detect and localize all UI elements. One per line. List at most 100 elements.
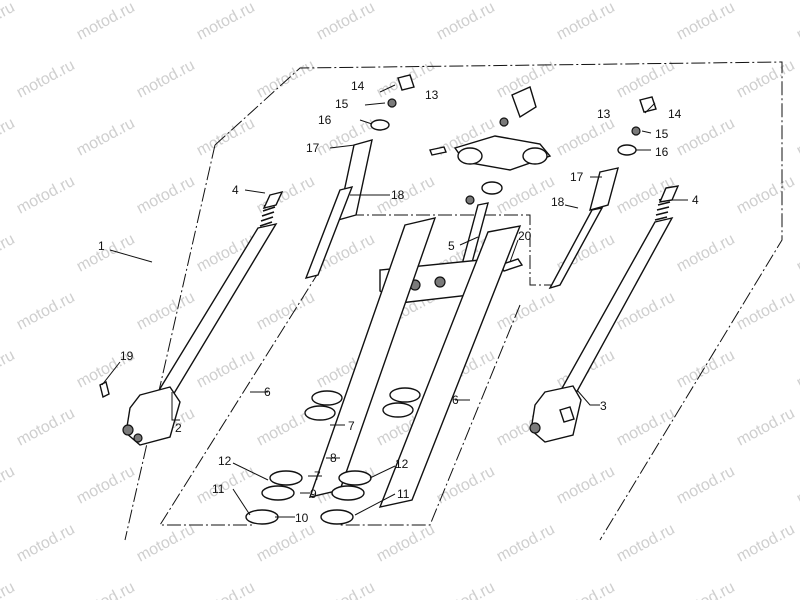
leader-lines xyxy=(101,84,688,518)
watermark-text: motod.ru xyxy=(254,521,318,566)
watermark-text: motod.ru xyxy=(614,57,678,102)
top-triple-clamp xyxy=(429,86,552,205)
watermark-text: motod.ru xyxy=(74,463,138,508)
callout-15-right: 15 xyxy=(655,127,669,141)
watermark-text: motod.ru xyxy=(134,57,198,102)
callout-13-right: 13 xyxy=(597,107,611,121)
callout-18-left: 18 xyxy=(391,188,405,202)
watermark-text: motod.ru xyxy=(0,463,18,508)
watermark-text: motod.ru xyxy=(74,115,138,160)
callout-2: 2 xyxy=(175,421,182,435)
callout-17-right: 17 xyxy=(570,170,584,184)
callout-10: 10 xyxy=(295,511,309,525)
callout-7-lower: 7 xyxy=(314,469,321,483)
watermark-text: motod.ru xyxy=(794,231,800,276)
callout-16-left: 16 xyxy=(318,113,332,127)
watermark-text: motod.ru xyxy=(134,173,198,218)
watermark-text: motod.ru xyxy=(794,463,800,508)
callout-9: 9 xyxy=(310,487,317,501)
watermark-text: motod.ru xyxy=(194,115,258,160)
fork-caps xyxy=(370,74,657,156)
watermark-text: motod.ru xyxy=(14,173,78,218)
watermark-text: motod.ru xyxy=(494,289,558,334)
watermark-text: motod.ru xyxy=(254,289,318,334)
callout-20: 20 xyxy=(518,229,532,243)
callout-13-left: 13 xyxy=(425,88,439,102)
seals-and-bushings xyxy=(245,387,421,525)
watermark-text: motod.ru xyxy=(0,0,18,44)
watermark-text: motod.ru xyxy=(494,521,558,566)
watermark-text: motod.ru xyxy=(794,347,800,392)
watermark-text: motod.ru xyxy=(554,115,618,160)
watermark-text: motod.ru xyxy=(134,289,198,334)
watermark-text: motod.ru xyxy=(0,347,18,392)
watermark-text: motod.ru xyxy=(434,0,498,44)
watermark-text: motod.ru xyxy=(74,579,138,600)
watermark-text: motod.ru xyxy=(674,0,738,44)
inner-fork-tubes xyxy=(308,217,522,508)
watermark-text: motod.ru xyxy=(74,231,138,276)
watermark-text: motod.ru xyxy=(494,173,558,218)
fork-springs xyxy=(304,139,619,290)
callout-labels: 1 2 3 4 4 5 6 6 7 7 8 9 10 11 11 12 12 1… xyxy=(98,79,699,525)
watermark-text: motod.ru xyxy=(674,463,738,508)
watermark-text: motod.ru xyxy=(0,115,18,160)
watermark-text: motod.ru xyxy=(674,347,738,392)
watermark-text: motod.ru xyxy=(314,0,378,44)
watermark-text: motod.ru xyxy=(194,0,258,44)
watermark-text: motod.ru xyxy=(554,579,618,600)
watermark-text: motod.ru xyxy=(734,521,798,566)
watermark-text: motod.ru xyxy=(794,0,800,44)
watermark-text: motod.ru xyxy=(434,579,498,600)
callout-18-right: 18 xyxy=(551,195,565,209)
watermark-text: motod.ru xyxy=(14,57,78,102)
watermark-text: motod.ru xyxy=(734,57,798,102)
watermark-text: motod.ru xyxy=(674,115,738,160)
watermark-text: motod.ru xyxy=(794,115,800,160)
callout-1: 1 xyxy=(98,239,105,253)
callout-5: 5 xyxy=(448,239,455,253)
watermark-text: motod.ru xyxy=(734,173,798,218)
watermark-text: motod.ru xyxy=(434,463,498,508)
callout-7-upper: 7 xyxy=(348,419,355,433)
watermark-text: motod.ru xyxy=(194,579,258,600)
watermark-text: motod.ru xyxy=(614,521,678,566)
watermark-text: motod.ru xyxy=(14,405,78,450)
watermark-text: motod.ru xyxy=(194,463,258,508)
watermark-text: motod.ru xyxy=(674,579,738,600)
watermark-text: motod.ru xyxy=(314,579,378,600)
callout-11-right: 11 xyxy=(397,487,410,501)
watermark-text: motod.ru xyxy=(554,463,618,508)
watermark-text: motod.ru xyxy=(554,0,618,44)
watermark-text: motod.ru xyxy=(674,231,738,276)
assembly-boundary xyxy=(124,61,783,541)
callout-17-left: 17 xyxy=(306,141,320,155)
callout-3: 3 xyxy=(600,399,607,413)
watermark-text: motod.ru xyxy=(254,57,318,102)
callout-16-right: 16 xyxy=(655,145,669,159)
callout-8: 8 xyxy=(330,451,337,465)
watermark-text: motod.ru xyxy=(734,289,798,334)
watermark-text: motod.ru xyxy=(134,521,198,566)
callout-15-left: 15 xyxy=(335,97,349,111)
watermark-text: motod.ru xyxy=(74,0,138,44)
left-fork-leg xyxy=(99,190,284,446)
callout-12-left: 12 xyxy=(218,454,232,468)
callout-19: 19 xyxy=(120,349,134,363)
callout-14-right: 14 xyxy=(668,107,682,121)
callout-6-left: 6 xyxy=(264,385,271,399)
watermark-text: motod.ru xyxy=(734,405,798,450)
watermark-text: motod.ru xyxy=(0,579,18,600)
watermark-text: motod.ru xyxy=(794,579,800,600)
watermark-text: motod.ru xyxy=(374,521,438,566)
watermark-text: motod.ru xyxy=(0,231,18,276)
callout-4-left: 4 xyxy=(232,183,239,197)
callout-14-left: 14 xyxy=(351,79,365,93)
callout-6-right: 6 xyxy=(452,393,459,407)
watermark-text: motod.ru xyxy=(14,521,78,566)
callout-12-right: 12 xyxy=(395,457,409,471)
callout-4-right: 4 xyxy=(692,193,699,207)
callout-11-left: 11 xyxy=(212,482,225,496)
